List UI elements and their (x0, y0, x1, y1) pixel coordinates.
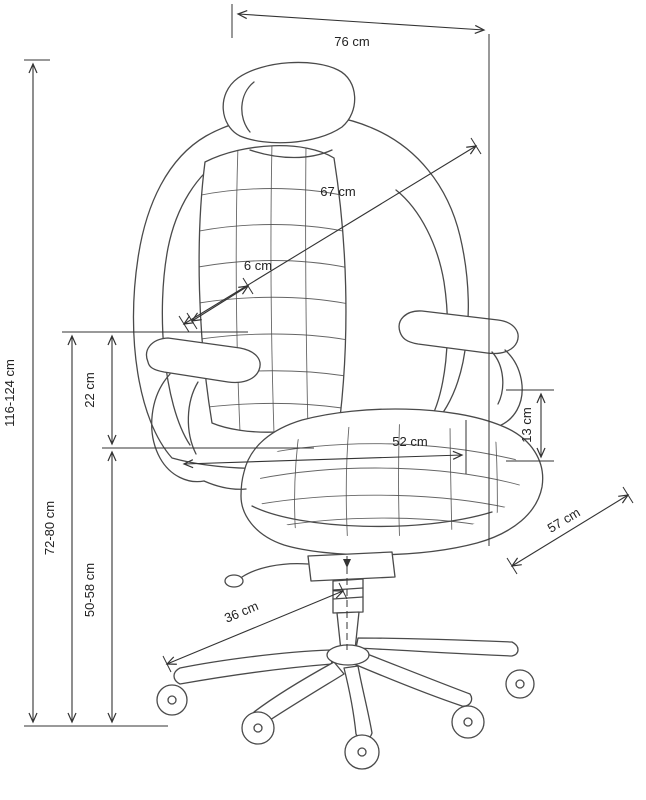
headrest-crease (241, 81, 255, 133)
dim-headrest-depth (190, 285, 250, 322)
caster-right (505, 669, 535, 699)
gas-lift-upper (332, 578, 364, 614)
base-leg-front (343, 665, 373, 741)
dim-overall-width (236, 10, 486, 34)
chair-drawing (132, 61, 544, 770)
right-armrest-support-inner (491, 351, 504, 405)
caster-front-right (451, 705, 485, 739)
dimension-labels: 116-124 cm 72-80 cm 50-58 cm 22 cm 76 cm… (2, 34, 583, 626)
seat-mechanism-box (307, 551, 396, 582)
dim-label-seat-width: 52 cm (392, 434, 427, 449)
tilt-lever-knob (224, 574, 244, 588)
headrest (222, 61, 356, 144)
caster-front (344, 734, 380, 770)
dim-label-backrest-floor-height: 72-80 cm (42, 501, 57, 555)
dim-base-leg (165, 590, 345, 665)
left-armrest-front-support (151, 373, 205, 483)
dim-label-base-leg: 36 cm (222, 598, 260, 626)
dim-seat-width (182, 450, 464, 469)
base-leg-right (355, 637, 519, 657)
tick-diagonal-67-bottom (178, 315, 190, 333)
centerline-arrow-icon (343, 559, 351, 568)
base-leg-front-right (353, 651, 473, 707)
seat-front-crease (251, 505, 493, 528)
caster-front-left (241, 711, 275, 745)
dim-label-seat-to-armrest: 22 cm (82, 372, 97, 407)
dim-label-seat-depth: 57 cm (545, 505, 583, 536)
tick-36-near (162, 655, 172, 673)
dim-label-headrest-depth: 6 cm (244, 258, 272, 273)
tick-57-far (622, 486, 634, 504)
casters (156, 669, 535, 770)
tilt-lever (241, 562, 309, 578)
caster-left (156, 684, 188, 716)
dimension-lines (24, 4, 634, 727)
dim-label-overall-height: 116-124 cm (2, 359, 17, 427)
base-hub (326, 644, 370, 666)
dim-label-seat-height: 50-58 cm (82, 563, 97, 617)
dim-label-seat-thickness: 13 cm (519, 407, 534, 442)
dim-seat-depth (510, 494, 630, 567)
tick-6-bottom (186, 312, 198, 330)
tick-6-top (242, 277, 254, 295)
gas-lift-ring-1 (332, 587, 364, 591)
left-armrest-pad (145, 337, 261, 384)
tick-57-near (506, 557, 518, 575)
dim-label-overall-width: 76 cm (334, 34, 369, 49)
dim-label-backrest-diagonal: 67 cm (320, 184, 355, 199)
tick-36-far (338, 582, 348, 600)
tick-diagonal-67-top (470, 137, 482, 155)
left-armrest-seat-attach (203, 480, 247, 490)
